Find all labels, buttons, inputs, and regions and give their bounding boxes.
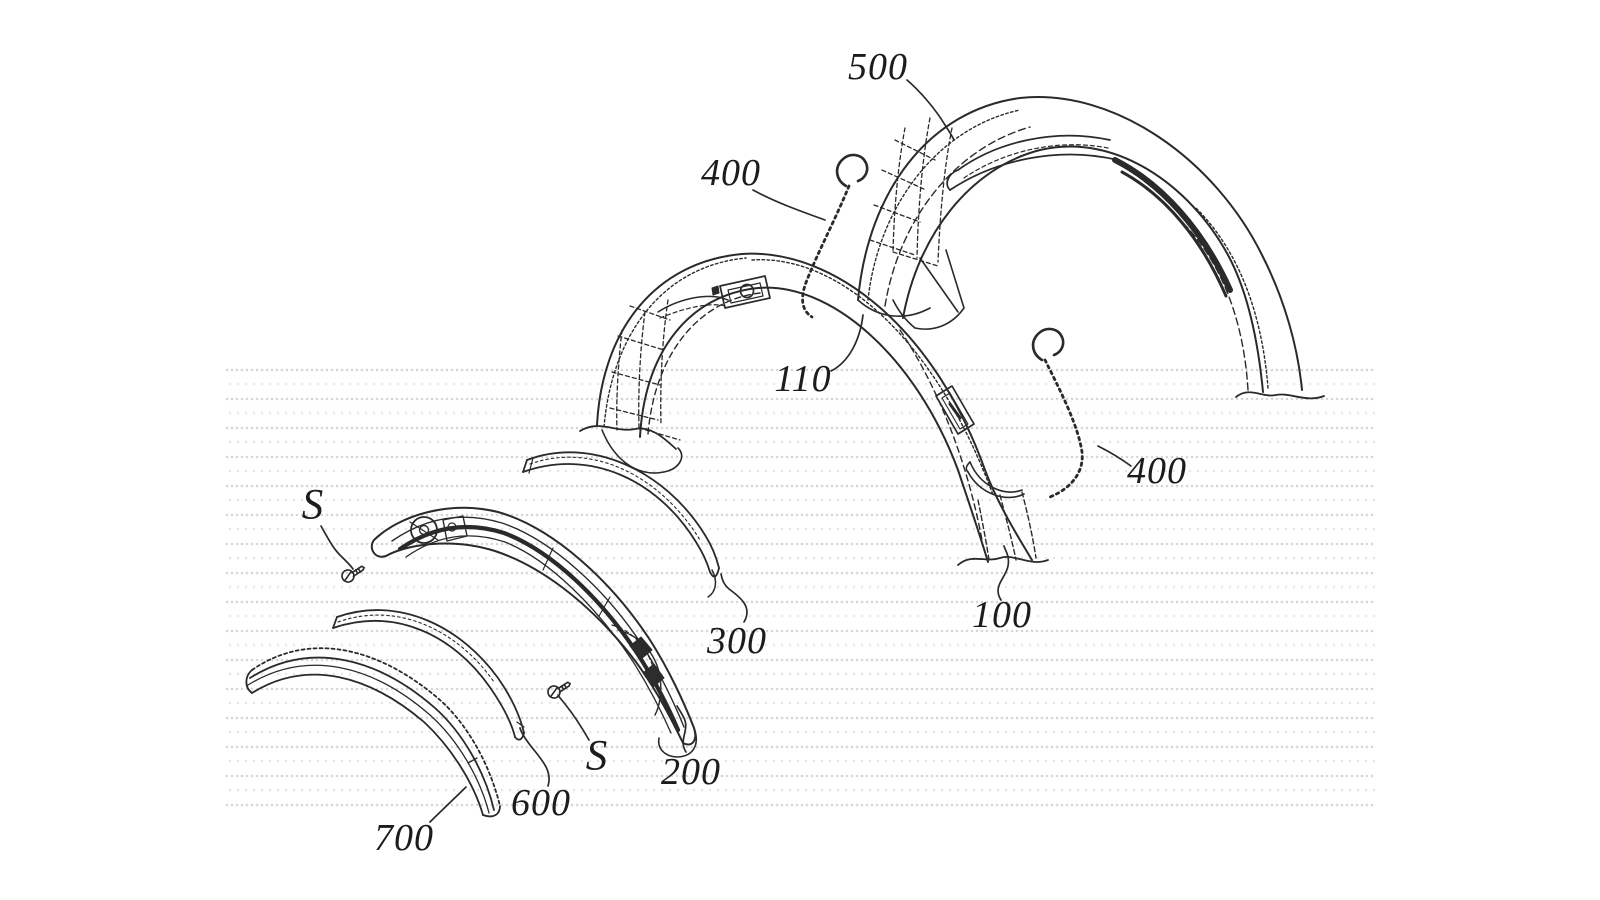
screw-left <box>341 565 365 583</box>
band-110-crescent <box>965 461 1025 499</box>
screw-right <box>547 681 571 699</box>
leader-400-top <box>752 189 826 221</box>
leader-100 <box>997 545 1010 601</box>
label-110: 110 <box>774 358 832 400</box>
leader-110 <box>830 314 864 372</box>
part-500-mesh-detail <box>869 117 953 267</box>
wire-400-top <box>801 153 869 319</box>
label-600: 600 <box>511 782 571 824</box>
slat-200 <box>370 506 698 758</box>
band-110-main-frame <box>579 252 1049 566</box>
label-400-top: 400 <box>701 152 761 194</box>
part-500-leg-flap <box>857 249 965 330</box>
leader-700 <box>429 786 467 823</box>
label-100: 100 <box>972 594 1032 636</box>
leader-400-right <box>1097 445 1132 467</box>
strip-600 <box>332 609 525 741</box>
dotted-paper-texture <box>225 368 1375 816</box>
leader-200 <box>676 705 687 753</box>
leader-lines <box>320 79 1132 823</box>
frame-100-leg <box>957 491 1049 566</box>
label-s-left: S <box>301 481 325 529</box>
wire-400-right <box>1031 327 1084 499</box>
leader-s-right <box>557 694 590 741</box>
label-300: 300 <box>707 620 767 662</box>
leader-s-left <box>320 525 354 570</box>
strip-700 <box>245 647 501 818</box>
label-s-right: S <box>585 732 609 780</box>
leader-300 <box>720 573 748 623</box>
band-110-slot <box>935 385 975 435</box>
strip-300 <box>522 451 720 598</box>
band-110-connector <box>711 275 771 309</box>
band-110-mesh-detail <box>609 299 681 441</box>
leader-600 <box>519 727 550 787</box>
label-700: 700 <box>374 817 434 859</box>
leader-500 <box>906 79 955 141</box>
label-400-right: 400 <box>1127 450 1187 492</box>
part-500-outer-cover <box>857 96 1325 400</box>
label-200: 200 <box>661 751 721 793</box>
label-part-500: 500 <box>848 46 908 88</box>
